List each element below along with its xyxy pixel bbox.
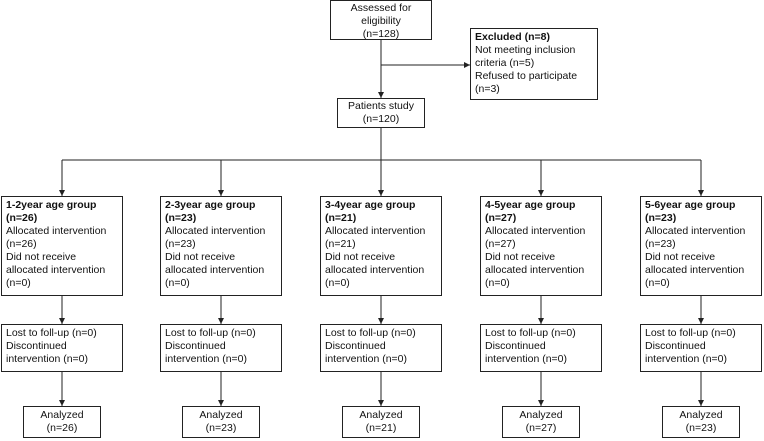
lost-followup: Lost to foll-up (n=0) [6, 327, 97, 339]
discontinued: Discontinued intervention (n=0) [645, 340, 728, 365]
group-count: (n=23) [165, 212, 197, 224]
group-count: (n=27) [485, 212, 517, 224]
group-box-4: 4-5year age group (n=27) Allocated inter… [480, 196, 602, 296]
study-title: Patients study [348, 100, 414, 112]
analyzed-label: Analyzed [679, 409, 723, 421]
analyzed-box-3: Analyzed (n=21) [342, 406, 420, 438]
followup-box-1: Lost to foll-up (n=0) Discontinued inter… [1, 324, 123, 372]
followup-box-4: Lost to foll-up (n=0) Discontinued inter… [480, 324, 602, 372]
group-box-2: 2-3year age group (n=23) Allocated inter… [160, 196, 282, 296]
allocated-label: Allocated intervention [645, 225, 746, 237]
excluded-reason-2-count: (n=3) [475, 83, 500, 95]
analyzed-box-5: Analyzed (n=23) [662, 406, 740, 438]
allocated-count: (n=23) [645, 238, 676, 250]
analyzed-count: (n=23) [205, 422, 237, 434]
study-count: (n=120) [362, 113, 400, 125]
not-received-count: (n=0) [325, 277, 350, 289]
analyzed-count: (n=21) [365, 422, 397, 434]
group-count: (n=21) [325, 212, 357, 224]
followup-box-2: Lost to foll-up (n=0) Discontinued inter… [160, 324, 282, 372]
analyzed-count: (n=26) [46, 422, 78, 434]
not-received-count: (n=0) [645, 277, 670, 289]
followup-box-3: Lost to foll-up (n=0) Discontinued inter… [320, 324, 442, 372]
analyzed-box-4: Analyzed (n=27) [502, 406, 580, 438]
excluded-reason-2: Refused to participate [475, 70, 578, 82]
group-count: (n=23) [645, 212, 677, 224]
not-received-count: (n=0) [165, 277, 190, 289]
not-received-label: Did not receive allocated intervention [6, 251, 106, 276]
group-title: 2-3year age group [165, 199, 256, 211]
analyzed-label: Analyzed [519, 409, 563, 421]
discontinued: Discontinued intervention (n=0) [165, 340, 248, 365]
discontinued: Discontinued intervention (n=0) [485, 340, 568, 365]
not-received-label: Did not receive allocated intervention [165, 251, 265, 276]
analyzed-box-2: Analyzed (n=23) [182, 406, 260, 438]
excluded-box: Excluded (n=8) Not meeting inclusion cri… [470, 28, 598, 100]
not-received-label: Did not receive allocated intervention [645, 251, 745, 276]
excluded-reason-1: Not meeting inclusion criteria (n=5) [475, 44, 576, 69]
not-received-label: Did not receive allocated intervention [485, 251, 585, 276]
discontinued: Discontinued intervention (n=0) [6, 340, 89, 365]
analyzed-box-1: Analyzed (n=26) [23, 406, 101, 438]
group-title: 4-5year age group [485, 199, 576, 211]
discontinued: Discontinued intervention (n=0) [325, 340, 408, 365]
study-box: Patients study (n=120) [337, 98, 425, 128]
not-received-count: (n=0) [485, 277, 510, 289]
lost-followup: Lost to foll-up (n=0) [485, 327, 576, 339]
analyzed-count: (n=23) [685, 422, 717, 434]
assessed-title: Assessed for eligibility [350, 2, 412, 27]
not-received-count: (n=0) [6, 277, 31, 289]
analyzed-label: Analyzed [199, 409, 243, 421]
excluded-title: Excluded (n=8) [475, 31, 550, 43]
group-title: 5-6year age group [645, 199, 736, 211]
lost-followup: Lost to foll-up (n=0) [165, 327, 256, 339]
analyzed-label: Analyzed [40, 409, 84, 421]
allocated-label: Allocated intervention [325, 225, 426, 237]
group-box-1: 1-2year age group (n=26) Allocated inter… [1, 196, 123, 296]
analyzed-count: (n=27) [525, 422, 557, 434]
allocated-label: Allocated intervention [6, 225, 107, 237]
assessed-count: (n=128) [362, 28, 400, 40]
allocated-label: Allocated intervention [165, 225, 266, 237]
allocated-count: (n=21) [325, 238, 356, 250]
allocated-label: Allocated intervention [485, 225, 586, 237]
lost-followup: Lost to foll-up (n=0) [645, 327, 736, 339]
followup-box-5: Lost to foll-up (n=0) Discontinued inter… [640, 324, 762, 372]
group-title: 3-4year age group [325, 199, 416, 211]
analyzed-label: Analyzed [359, 409, 403, 421]
group-count: (n=26) [6, 212, 38, 224]
group-box-5: 5-6year age group (n=23) Allocated inter… [640, 196, 762, 296]
allocated-count: (n=27) [485, 238, 516, 250]
group-title: 1-2year age group [6, 199, 97, 211]
lost-followup: Lost to foll-up (n=0) [325, 327, 416, 339]
group-box-3: 3-4year age group (n=21) Allocated inter… [320, 196, 442, 296]
allocated-count: (n=26) [6, 238, 37, 250]
not-received-label: Did not receive allocated intervention [325, 251, 425, 276]
allocated-count: (n=23) [165, 238, 196, 250]
assessed-box: Assessed for eligibility (n=128) [330, 0, 432, 40]
